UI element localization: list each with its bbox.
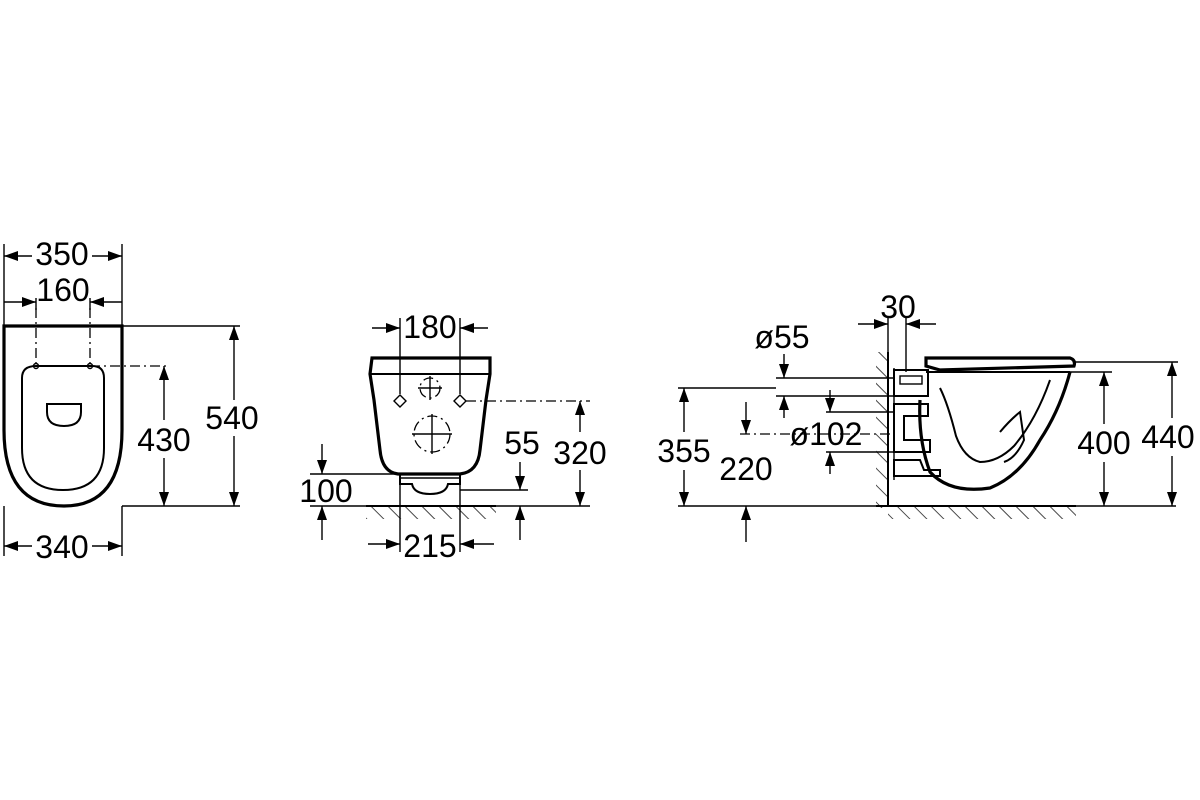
rear-outlet-width-label: 215 [403,528,456,564]
top-depth-fixing-label: 430 [137,422,190,458]
top-view-inner-mark [46,403,82,428]
top-view-bowl-outline [2,324,124,508]
side-seat-height-label: 440 [1141,419,1194,455]
side-view-seat [924,356,1077,372]
top-width-bottom-label: 340 [35,529,88,565]
rear-fixing-markers [393,376,467,454]
top-width-outer-label: 350 [35,236,88,272]
rear-fixing-height-label: 320 [553,435,606,471]
side-view: 30 ø55 355 220 ø102 [657,289,1195,542]
rear-floor-clearance-label: 100 [299,473,352,509]
rear-outlet-height-label: 55 [504,425,540,461]
side-view-brackets [893,368,941,480]
rear-view-outlet [399,474,461,496]
rear-fixing-spacing-label: 180 [403,309,456,345]
side-inlet-diameter-label: ø55 [754,319,809,355]
top-view: 350 160 430 540 340 [2,236,259,565]
side-inlet-height-label: 355 [657,433,710,469]
side-rim-height-label: 400 [1077,425,1130,461]
side-view-inner-bowl [939,379,1051,464]
side-outlet-diameter-label: ø102 [790,416,863,452]
top-width-fixing-label: 160 [36,272,89,308]
rear-view: 180 100 55 320 215 [299,309,606,564]
side-outlet-height-label: 220 [719,451,772,487]
side-wall-offset-label: 30 [880,289,916,325]
top-depth-total-label: 540 [205,400,258,436]
top-view-seat-inner [21,365,105,492]
